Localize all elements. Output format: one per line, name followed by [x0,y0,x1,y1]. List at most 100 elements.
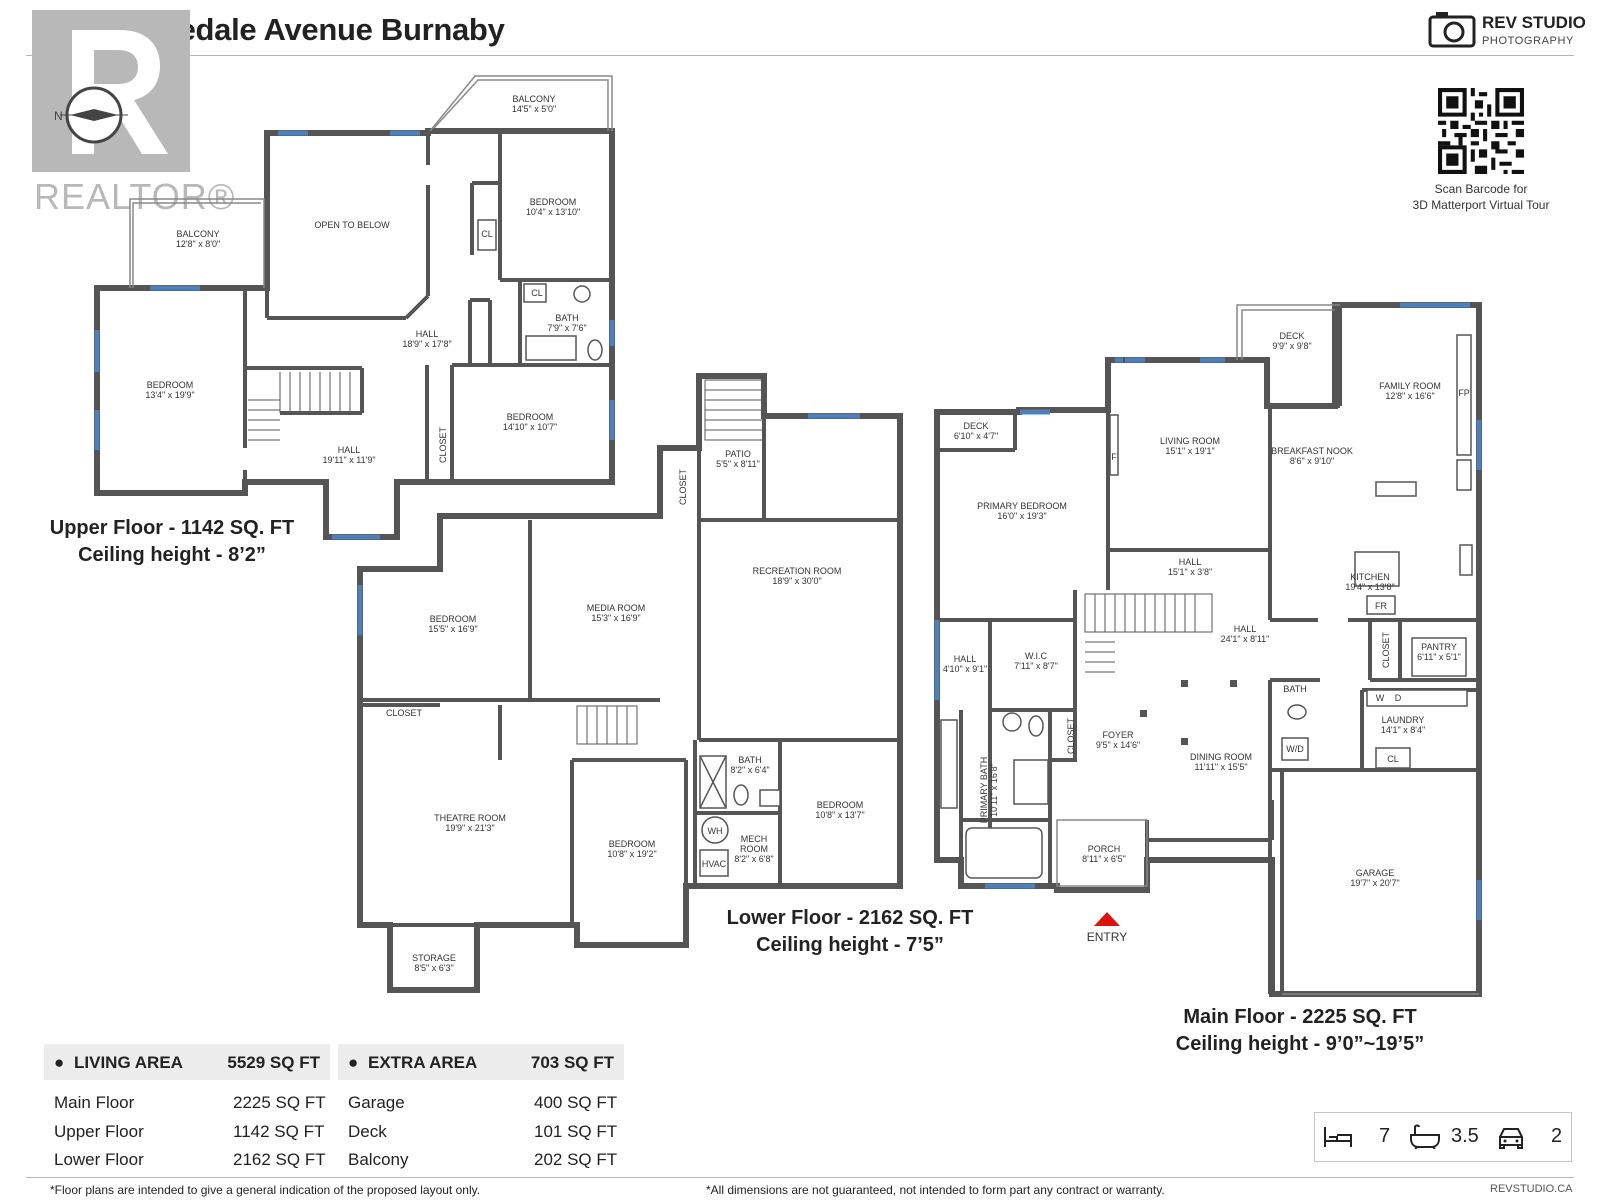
bed-icon [1324,1127,1352,1147]
lower-fixtures [699,755,781,877]
extra-row-value: 101 SQ FT [534,1122,618,1141]
living-row-value: 2162 SQ FT [233,1150,326,1169]
living-row-value: 1142 SQ FT [233,1122,325,1141]
footer-website-link[interactable]: REVSTUDIO.CA [1490,1183,1573,1195]
lower-floor-plan [357,373,903,993]
lower-closet-a-label: CLOSET [678,468,688,505]
brand-subtitle: PHOTOGRAPHY [1482,35,1574,47]
primary-bath-label: PRIMARY BATH10'11" x 16'8" [979,757,999,824]
upper-floor-ceiling: Ceiling height - 8’2” [78,544,266,566]
dryer-label: D [1395,693,1402,703]
living-row-value: 2225 SQ FT [233,1093,326,1112]
wh-label: WH [708,826,723,836]
main-decks [1056,304,1479,995]
living-area-label: LIVING AREA [74,1053,183,1072]
extra-area-total: 703 SQ FT [530,1053,614,1072]
living-area-header: ● LIVING AREA 5529 SQ FT [44,1044,330,1080]
upper-floor-caption: Upper Floor - 1142 SQ. FT Ceiling height… [32,515,312,569]
camera-icon [1428,12,1476,48]
qr-caption-line2: 3D Matterport Virtual Tour [1412,198,1550,212]
upper-floor-area: Upper Floor - 1142 SQ. FT [49,517,295,539]
lower-windows [357,413,860,635]
main-columns [1140,680,1237,745]
upper-balconies [129,75,613,288]
entry-marker-icon [1094,912,1120,926]
extra-row-value: 202 SQ FT [534,1150,618,1169]
compass-north-label: N [54,109,63,123]
extra-area-label: EXTRA AREA [368,1053,478,1072]
upper-fixtures [477,219,603,361]
extra-area-header: ● EXTRA AREA 703 SQ FT [338,1044,624,1080]
main-stairs [1084,593,1213,673]
bath-count: 3.5 [1451,1125,1479,1147]
entry-label: ENTRY [1087,930,1127,944]
living-fireplace-label: F [1111,452,1117,462]
realtor-wordmark: REALTOR® [34,176,236,217]
lower-floor-area: Lower Floor - 2162 SQ. FT [726,907,974,929]
brand-name: REV STUDIO [1482,13,1586,32]
living-row-name: Lower Floor [54,1150,144,1169]
lower-stairs [576,379,766,745]
bullet-icon: ● [348,1053,359,1072]
bathtub-icon [1410,1124,1440,1149]
car-icon [1499,1128,1523,1149]
main-floor-ceiling: Ceiling height - 9’0”~19’5” [1175,1033,1425,1055]
garage-count: 2 [1551,1125,1563,1147]
main-windows [934,302,1482,920]
main-floor-area: Main Floor - 2225 SQ. FT [1183,1006,1417,1028]
realtor-logo [32,10,190,172]
upper-windows [94,130,615,540]
washer-dryer-label: W/D [1286,744,1304,754]
bullet-icon: ● [54,1053,65,1072]
extra-row-value: 400 SQ FT [534,1093,618,1112]
header-divider [26,55,1574,56]
laundry-closet-label: CL [1387,754,1399,764]
washer-label: W [1376,693,1385,703]
main-fixtures [940,334,1473,879]
living-row-name: Upper Floor [54,1122,144,1141]
upper-closet-label: CLOSET [438,426,448,463]
main-bath-label: BATH [1283,684,1306,694]
extra-row-name: Garage [348,1093,405,1112]
upper-stairs [248,372,351,441]
footer-divider [26,1177,1574,1178]
living-row-name: Main Floor [54,1093,135,1112]
main-floor-caption: Main Floor - 2225 SQ. FT Ceiling height … [1140,1004,1460,1058]
main-closet-a-label: CLOSET [1066,717,1076,754]
footer-disclaimer-middle: *All dimensions are not guaranteed, not … [706,1183,1165,1197]
footer-disclaimer-left: *Floor plans are intended to give a gene… [50,1183,481,1197]
qr-code-icon[interactable] [1438,88,1524,174]
main-closet-b-label: CLOSET [1381,631,1391,668]
lower-closet-b-label: CLOSET [386,708,423,718]
